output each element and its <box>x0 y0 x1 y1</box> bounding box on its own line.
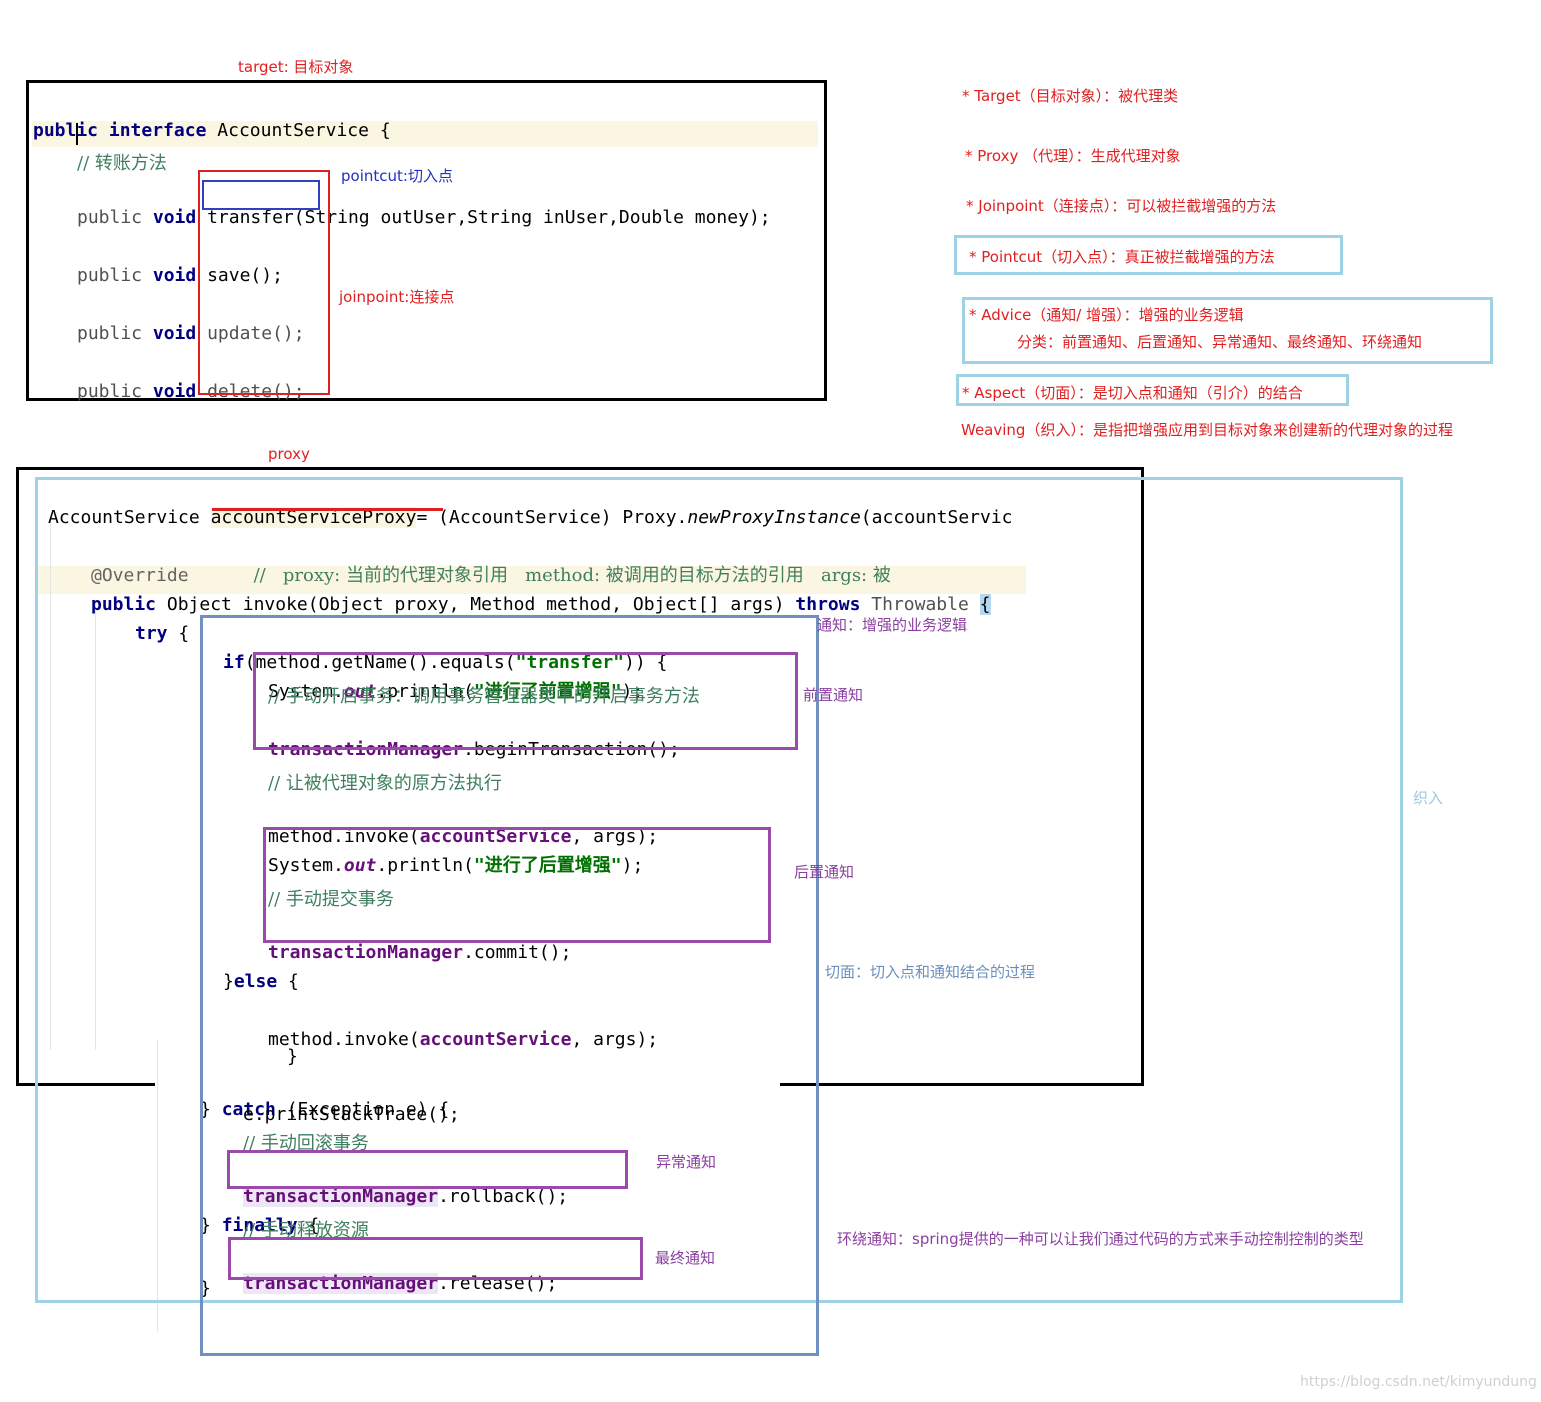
finally-line: } finally { <box>200 1215 320 1236</box>
label-proxy: proxy <box>268 445 310 463</box>
label-advice: 通知：增强的业务逻辑 <box>817 616 968 634</box>
text-cursor <box>76 123 78 145</box>
invoke-line-2: method.invoke(accountService, args); <box>268 1029 659 1050</box>
label-target: target: 目标对象 <box>238 58 354 76</box>
indent-guide-2 <box>95 600 96 1050</box>
label-joinpoint: joinpoint:连接点 <box>339 288 455 306</box>
indent-guide-3 <box>157 1040 158 1332</box>
commit-line: transactionManager.commit(); <box>268 942 572 963</box>
invoke-line-1: method.invoke(accountService, args); <box>268 826 659 847</box>
comment-invoke: // 让被代理对象的原方法执行 <box>268 773 502 794</box>
def-advice: * Advice（通知/ 增强）：增强的业务逻辑 <box>969 306 1244 324</box>
advice-box <box>200 615 819 1356</box>
label-after-advice: 后置通知 <box>794 863 855 881</box>
else-line: }else { <box>223 971 299 992</box>
method-save: public void save(); <box>77 265 283 286</box>
method-update: public void update(); <box>77 323 305 344</box>
comment-begin-transaction: // 手动开启事务：调用事务管理器类中的开启事务方法 <box>268 686 700 707</box>
def-pointcut: * Pointcut（切入点）：真正被拦截增强的方法 <box>969 248 1275 266</box>
if-close-brace: } <box>287 1046 298 1067</box>
print-stack-trace-line: e.printStackTrace(); <box>243 1104 460 1125</box>
interface-declaration: public interface AccountService { <box>33 95 391 143</box>
try-close-brace: } <box>200 1278 211 1299</box>
proxy-underline <box>212 508 443 511</box>
def-pointcut-box <box>954 235 1343 275</box>
label-aspect: 切面：切入点和通知结合的过程 <box>825 963 1036 981</box>
def-weaving: Weaving（织入）：是指把增强应用到目标对象来创建新的代理对象的过程 <box>961 421 1453 439</box>
comment-release: // 手动释放资源 <box>243 1220 369 1241</box>
kw-interface: interface <box>108 120 207 141</box>
proxy-variable: accountServiceProxy <box>210 507 417 528</box>
proxy-panel-gap <box>155 1078 780 1090</box>
interface-panel <box>26 80 827 401</box>
comment-rollback: // 手动回滚事务 <box>243 1133 369 1154</box>
label-pointcut: pointcut:切入点 <box>341 167 453 185</box>
joinpoint-box <box>198 170 330 395</box>
def-joinpoint: * Joinpoint（连接点）：可以被拦截增强的方法 <box>966 197 1277 215</box>
indent-guide-1 <box>50 520 51 1050</box>
kw-public: public <box>33 120 99 141</box>
sysout-after-line: System.out.println("进行了后置增强"); <box>268 855 644 876</box>
def-aspect-box <box>956 374 1349 406</box>
comment-commit: // 手动提交事务 <box>268 889 394 910</box>
before-advice-box <box>253 652 798 750</box>
exception-advice-box <box>227 1150 628 1189</box>
finally-advice-box <box>228 1237 643 1280</box>
method-delete: public void delete(); <box>77 381 305 402</box>
after-advice-box <box>263 827 771 943</box>
if-line: if(method.getName().equals("transfer")) … <box>223 652 668 673</box>
label-exception-advice: 异常通知 <box>656 1153 717 1171</box>
label-weaving: 织入 <box>1413 789 1444 807</box>
try-line: try { <box>135 623 190 644</box>
def-advice-box <box>962 297 1493 364</box>
label-around-advice: 环绕通知：spring提供的一种可以让我们通过代码的方式来手动控制控制的类型 <box>837 1230 1364 1248</box>
def-advice-types: 分类：前置通知、后置通知、异常通知、最终通知、环绕通知 <box>1017 333 1423 351</box>
catch-line: } catch (Exception e) { <box>200 1099 450 1120</box>
invoke-signature-line: public Object invoke(Object proxy, Metho… <box>91 594 991 615</box>
pointcut-box <box>202 180 320 210</box>
def-proxy: * Proxy （代理）：生成代理对象 <box>965 147 1181 165</box>
proxy-creation-line: AccountService accountServiceProxy= (Acc… <box>48 507 1013 528</box>
cursor-line-highlight <box>32 121 818 147</box>
weaving-box <box>35 477 1403 1303</box>
override-comment-line: @Override // proxy: 当前的代理对象引用 method: 被调… <box>91 565 891 586</box>
label-finally-advice: 最终通知 <box>655 1249 716 1267</box>
comment-transfer: // 转账方法 <box>77 153 167 174</box>
def-target: * Target（目标对象）：被代理类 <box>962 87 1179 105</box>
rollback-line: transactionManager.rollback(); <box>243 1186 569 1207</box>
def-aspect: * Aspect（切面）：是切入点和通知（引介）的结合 <box>962 384 1303 402</box>
method-transfer: public void transfer(String outUser,Stri… <box>77 207 771 228</box>
watermark: https://blog.csdn.net/kimyundung <box>1300 1374 1537 1390</box>
sysout-before-line: System.out.println("进行了前置增强"); <box>268 681 644 702</box>
interface-name: AccountService { <box>217 120 391 141</box>
label-before-advice: 前置通知 <box>803 686 864 704</box>
invoke-line-highlight <box>36 566 1026 594</box>
